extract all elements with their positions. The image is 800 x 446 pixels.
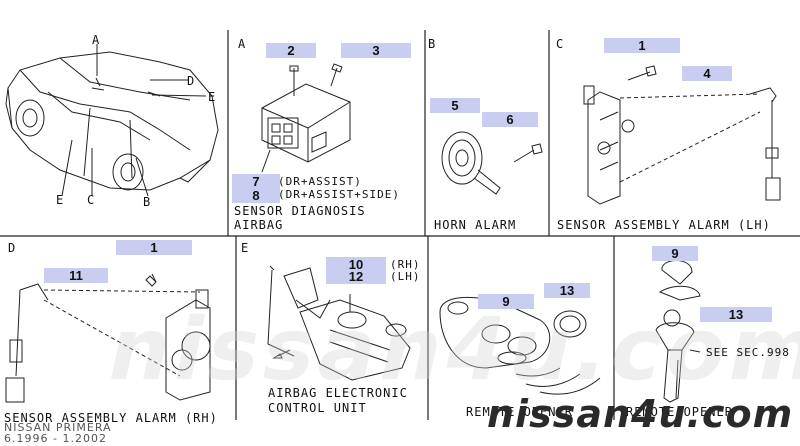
side-lh: (LH) [390,270,421,283]
caption-horn-alarm: HORN ALARM [434,218,517,232]
panel-e-letter: E [241,241,250,255]
callout-9-key: 9 [652,246,698,261]
sensor-rh-drawing [5,273,211,403]
airbag-sensor-drawing [261,63,351,173]
caption-remote-opener-key: REMOTE OPENER [626,405,733,419]
overview-letter-a: A [92,33,101,47]
airbag-unit-drawing [267,265,411,381]
horn-drawing [441,131,543,195]
variant-dr-assist-side: (DR+ASSIST+SIDE) [278,188,400,201]
caption-airbag: AIRBAG [234,218,284,232]
callout-9-remote: 9 [478,294,534,309]
caption-sensor-rh: SENSOR ASSEMBLY ALARM (RH) [4,411,218,425]
callout-4: 4 [682,66,732,81]
callout-10: 10 [326,257,386,272]
variant-dr-assist: (DR+ASSIST) [278,175,362,188]
panel-a-letter: A [238,37,247,51]
callout-3: 3 [341,43,411,58]
footer-period: 6.1996 - 1.2002 [4,432,107,445]
caption-control-unit: CONTROL UNIT [268,401,367,415]
caption-sensor-lh: SENSOR ASSEMBLY ALARM (LH) [557,218,771,232]
panel-b-letter: B [428,37,437,51]
callout-2: 2 [266,43,316,58]
callout-1-rh: 1 [116,240,192,255]
overview-letter-e-left: E [56,193,65,207]
overview-letter-c: C [87,193,96,207]
caption-sensor-diagnosis: SENSOR DIAGNOSIS [234,204,366,218]
brand-logo: nissan4u.com [487,392,794,436]
key-drawing [655,260,701,403]
callout-1-lh: 1 [604,38,680,53]
caption-remote-opener: REMOTE OPENER [466,405,573,419]
footer-model: NISSAN PRIMERA [4,421,112,434]
panel-c-letter: C [556,37,565,51]
callout-5: 5 [430,98,480,113]
callout-12: 12 [326,269,386,284]
caption-airbag-electronic: AIRBAG ELECTRONIC [268,386,408,400]
car-illustration [5,44,219,197]
overview-letter-b: B [143,195,152,209]
callout-8: 8 [232,188,280,203]
callout-11: 11 [44,268,108,283]
overview-letter-e-right: E [208,90,217,104]
callout-6: 6 [482,112,538,127]
callout-7: 7 [232,174,280,189]
sensor-lh-drawing [583,65,781,205]
overview-letter-d: D [187,74,196,88]
side-rh: (RH) [390,258,421,271]
remote-opener-drawing [439,296,601,395]
callout-13-remote: 13 [544,283,590,298]
callout-13-key: 13 [700,307,772,322]
panel-d-letter: D [8,241,17,255]
see-section-note: SEE SEC.998 [706,346,790,359]
